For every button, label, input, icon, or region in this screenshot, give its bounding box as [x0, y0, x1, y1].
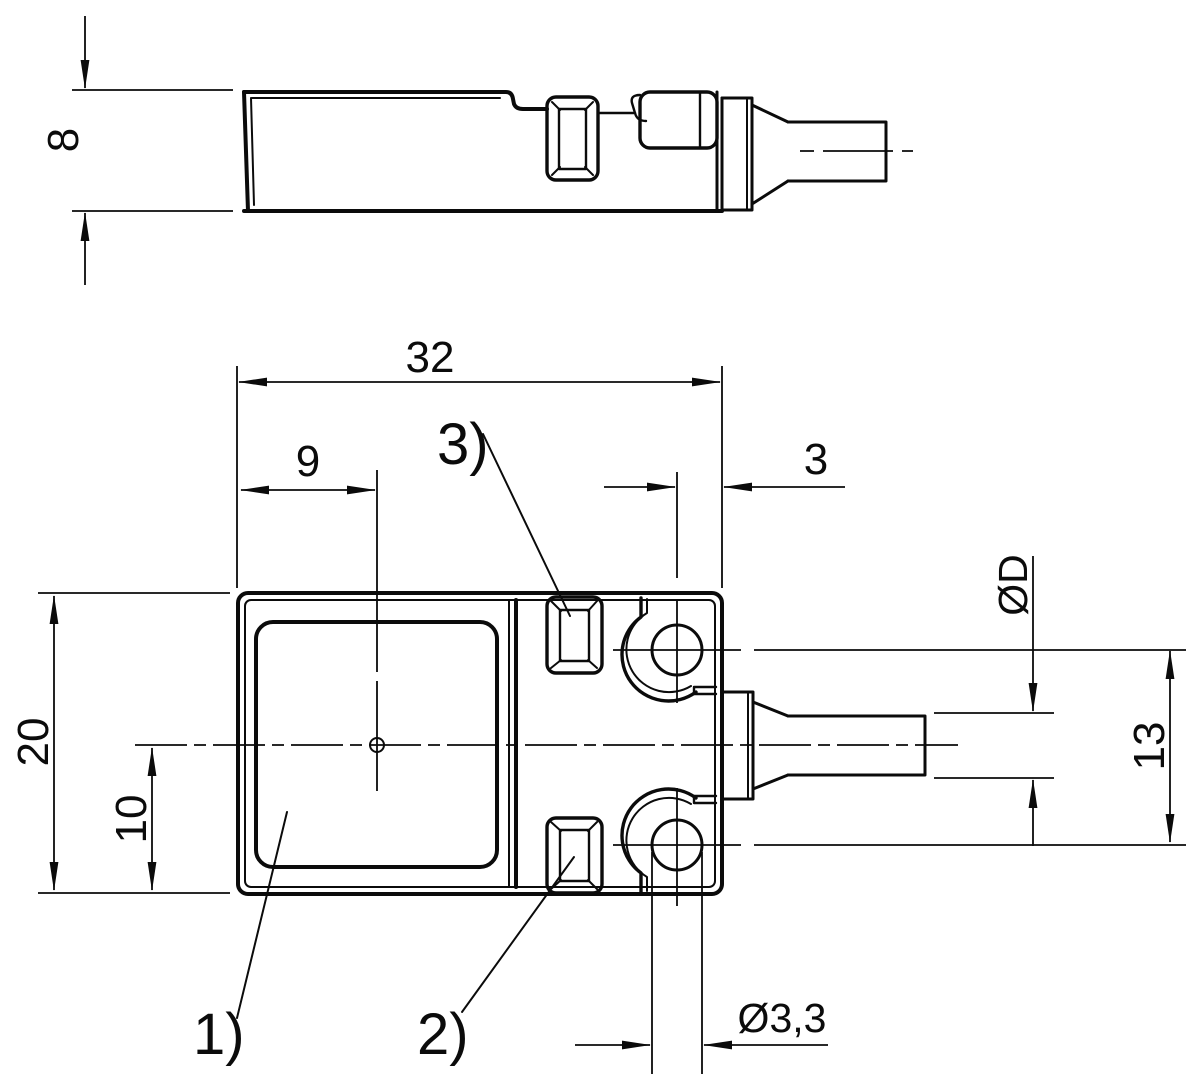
- ext-hole-diameter: [651, 852, 703, 1074]
- dim-20-label: 20: [9, 718, 58, 767]
- boss-upper-inner: [625, 598, 692, 694]
- side-led-window-outer: [545, 95, 600, 182]
- side-led-window-inner: [557, 107, 588, 171]
- callout-1-label: 1): [193, 1002, 245, 1067]
- side-view: [242, 90, 913, 213]
- ext-8: [72, 89, 233, 212]
- front-view: [236, 591, 927, 896]
- leader-callout-1: [236, 811, 288, 1019]
- side-led-bevels: [551, 101, 594, 176]
- led-upper-outer: [545, 595, 604, 675]
- dim-cable-diameter-label: ØD: [990, 554, 1036, 616]
- leader-lines: [236, 433, 575, 1019]
- leader-callout-2: [461, 856, 575, 1013]
- boss-lower-inner: [625, 796, 692, 892]
- led-lower-outer: [545, 816, 604, 895]
- dim-13-label: 13: [1125, 722, 1174, 771]
- boss-upper-ledge: [692, 685, 718, 696]
- side-body-left-inner: [250, 97, 255, 206]
- dim-32-label: 32: [406, 333, 455, 382]
- side-body-top-edge: [242, 90, 549, 111]
- boss-lower-ledge: [692, 794, 718, 805]
- led-lower-bevels: [550, 821, 598, 890]
- boss-lower-outer: [620, 787, 698, 894]
- callout-2-label: 2): [417, 1002, 469, 1067]
- front-body-inner: [244, 599, 716, 888]
- callout-3-label: 3): [437, 412, 489, 477]
- led-lower-inner: [558, 828, 591, 883]
- side-gland-taper: [750, 103, 790, 206]
- ext-cable-diameter: [934, 712, 1054, 779]
- ext-20: [38, 592, 230, 894]
- side-body-left-edge: [242, 90, 250, 213]
- leader-callout-3: [482, 433, 571, 617]
- front-gland-taper: [751, 700, 790, 791]
- dim-9-label: 9: [296, 437, 320, 486]
- dim-8-label: 8: [39, 128, 88, 152]
- dim-3-label: 3: [804, 435, 828, 484]
- side-clip-hook: [630, 93, 648, 123]
- extension-lines: [38, 89, 1054, 1074]
- dimension-lines: [49, 16, 1175, 1050]
- ext-32: [236, 366, 723, 588]
- led-upper-inner: [558, 608, 591, 663]
- side-clip-outer: [638, 90, 719, 150]
- dim-hole-diameter-label: Ø3,3: [738, 995, 827, 1041]
- led-upper-bevels: [550, 600, 598, 669]
- front-body-outline: [236, 591, 724, 896]
- dim-10-label: 10: [107, 795, 156, 844]
- centerlines: [135, 470, 1186, 906]
